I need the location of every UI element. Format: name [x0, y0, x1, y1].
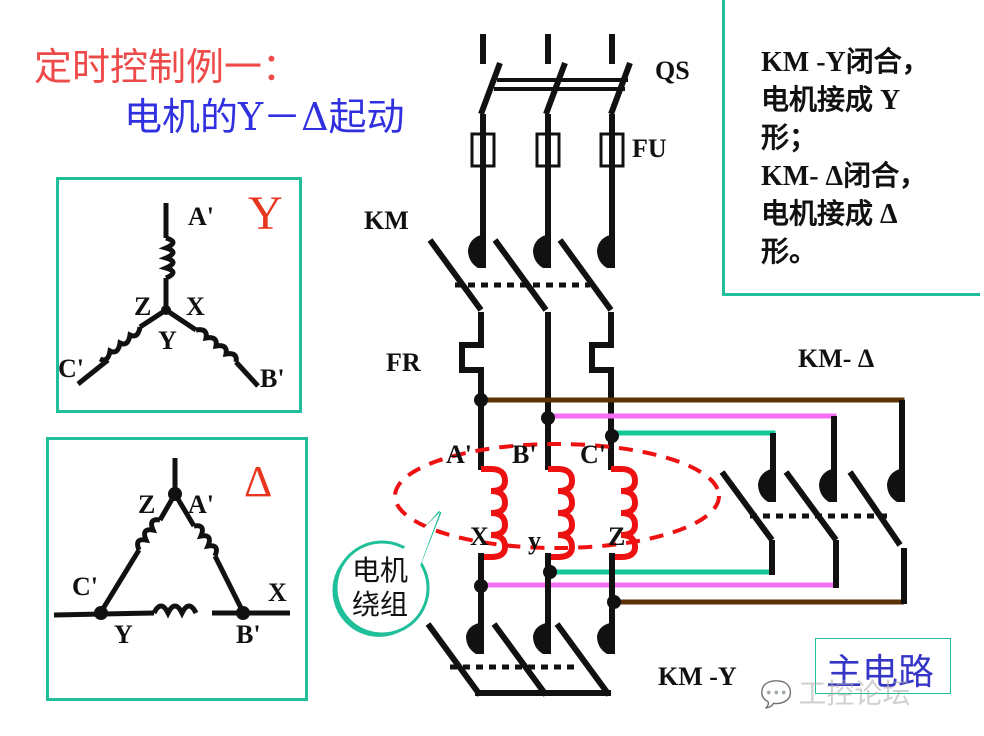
delta-connection-panel [46, 437, 308, 701]
km-delta-contact-a [758, 468, 776, 502]
delta-coil-right [193, 523, 219, 557]
delta-coil-left [135, 517, 161, 551]
node-x-bottom [474, 579, 488, 593]
qs-blade-a [478, 61, 503, 116]
star-label-x: X [186, 292, 205, 321]
delta-label-x: X [268, 578, 287, 607]
title-line-2: 电机的Y－Δ起动 [124, 95, 405, 139]
km-y-contact-c [597, 622, 615, 654]
node-z-bottom [607, 595, 621, 609]
star-label-c: C' [58, 354, 84, 383]
delta-label-y: Y [114, 620, 133, 649]
km-contact-b [533, 234, 551, 268]
winding-a [481, 466, 509, 560]
star-neutral-node [161, 305, 171, 315]
node-a-top [474, 393, 488, 407]
terminal-b-label: B' [512, 440, 537, 469]
node-b-top [541, 411, 555, 425]
terminal-y-label: y [528, 526, 541, 555]
wechat-icon: 💬 [760, 680, 793, 710]
km-delta-contact-c [887, 468, 905, 502]
delta-symbol: Δ [244, 457, 273, 506]
callout-text: 电机 绕组 [352, 554, 409, 621]
star-coil-b [195, 327, 239, 363]
delta-label-c: C' [72, 572, 98, 601]
delta-label-z: Z [138, 490, 156, 519]
km-delta-contact-b [819, 468, 837, 502]
km-y-label: KM -Y [658, 662, 737, 691]
star-coil-a [158, 235, 176, 281]
node-y-bottom [543, 565, 557, 579]
km-contact-c [597, 234, 615, 268]
delta-node-top [168, 487, 182, 501]
delta-node-right [236, 606, 250, 620]
watermark-text: 工控论坛 [798, 677, 911, 710]
winding-b [548, 466, 576, 560]
delta-node-left [94, 606, 108, 620]
watermark: 💬工控论坛 [760, 672, 910, 712]
km-label: KM [364, 206, 409, 235]
delta-label-b: B' [236, 620, 261, 649]
title-line-1: 定时控制例一： [34, 45, 301, 89]
star-label-z: Z [134, 292, 152, 321]
delta-coil-bottom [151, 603, 199, 619]
star-label-y: Y [158, 326, 177, 355]
delta-label-a: A' [188, 490, 214, 519]
km-contact-a [468, 234, 486, 268]
terminal-z-label: Z [608, 522, 626, 551]
km-delta-label: KM- Δ [798, 344, 875, 373]
star-coil-c [98, 326, 143, 363]
fr-element-c [589, 312, 614, 470]
km-y-contact-b [533, 622, 551, 654]
km-y-contact-a [466, 622, 484, 654]
star-label-b: B' [260, 364, 285, 393]
terminal-x-label: X [470, 522, 489, 551]
qs-label: QS [655, 56, 690, 85]
star-symbol: Y [248, 187, 283, 240]
fu-label: FU [632, 134, 667, 163]
terminal-a-label: A' [446, 440, 472, 469]
main-circuit-label: 主电路 [826, 652, 935, 693]
explanation-note-box: KM -Y闭合， 电机接成 Y 形； KM- Δ闭合， 电机接成 Δ 形。 [722, 0, 980, 296]
explanation-note-text: KM -Y闭合， 电机接成 Y 形； KM- Δ闭合， 电机接成 Δ 形。 [761, 47, 930, 268]
star-connection-panel [56, 177, 302, 413]
fr-element-a [459, 312, 484, 400]
main-circuit-label-box: 主电路 [815, 638, 951, 694]
winding-highlight-ellipse [393, 442, 721, 550]
star-label-a: A' [188, 202, 214, 231]
node-c-top [605, 429, 619, 443]
terminal-c-label: C' [580, 440, 606, 469]
fr-label: FR [386, 348, 421, 377]
